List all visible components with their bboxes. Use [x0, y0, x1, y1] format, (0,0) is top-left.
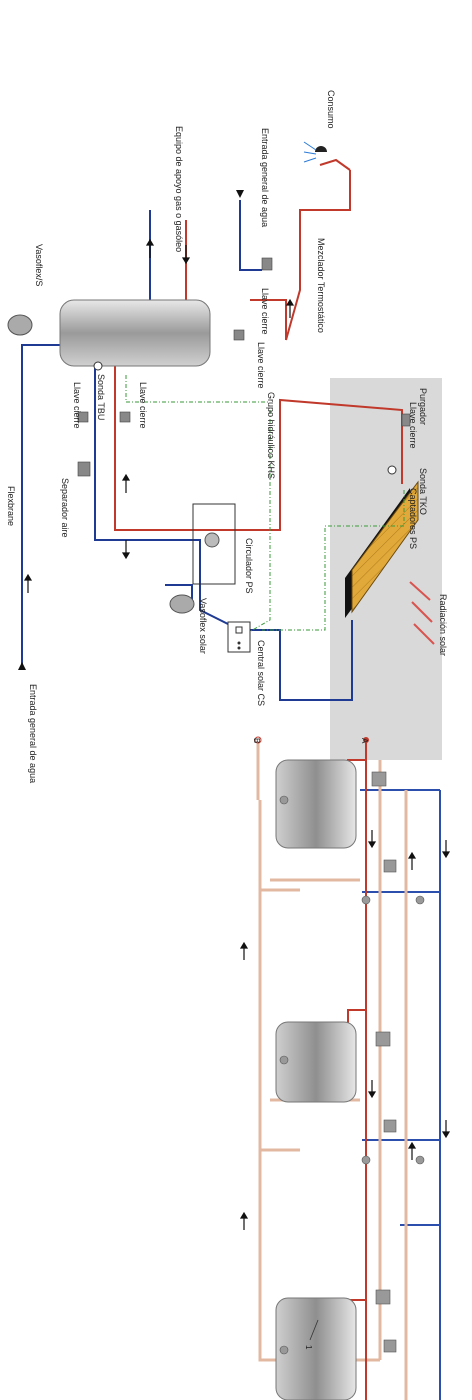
leader-line-1 — [309, 1319, 319, 1341]
blue-pipes — [360, 789, 441, 1400]
storage-tank-1 — [275, 759, 357, 849]
solar-system-diagram: Purgador Llave cierre Sonda TKO Captador… — [6, 90, 448, 783]
label-vasoflex-s: Vasoflex/S — [34, 244, 44, 286]
sonda-tbu-sensor — [93, 361, 103, 371]
valve-icons — [77, 257, 411, 477]
label-consumo: Consumo — [326, 90, 336, 129]
label-llave-cierre-top: Llave cierre — [408, 402, 418, 449]
vasoflex-s-vessel — [7, 314, 33, 336]
central-solar-box — [227, 621, 251, 653]
storage-tank-3 — [275, 1297, 357, 1400]
label-entrada-general-top: Entrada general de agua — [260, 128, 270, 227]
multi-tank-diagram: A B 1 — [239, 736, 451, 1400]
roof-panel — [330, 378, 442, 760]
label-point-b: B — [252, 738, 261, 743]
upper-labels: Purgador Llave cierre Sonda TKO Captador… — [6, 90, 448, 783]
label-llave-cierre-mix: Llave cierre — [260, 288, 270, 335]
circulator-pump — [204, 532, 220, 548]
cold-circuit — [21, 200, 353, 701]
label-captadores: Captadores PS — [408, 488, 418, 549]
flow-arrows — [23, 238, 295, 593]
label-llave-cierre-tank: Llave cierre — [256, 342, 266, 389]
label-radiacion: Radiación solar — [438, 594, 448, 656]
water-inlet-bottom-icon — [18, 662, 26, 670]
radiation-arrows — [409, 581, 435, 645]
label-item-1: 1 — [304, 1345, 313, 1350]
label-purgador: Purgador — [418, 388, 428, 425]
solar-collector — [345, 480, 419, 618]
endpoint-a — [363, 737, 369, 743]
storage-tank — [59, 299, 211, 367]
label-llave-cierre-b: Llave cierre — [72, 382, 82, 429]
label-separador-aire: Separador aire — [60, 478, 70, 538]
label-vasoflex-solar: Vasoflex solar — [198, 598, 208, 654]
sonda-tko-sensor — [387, 465, 397, 475]
water-inlet-top-icon — [236, 190, 244, 198]
hydraulic-group-box — [192, 503, 236, 585]
label-entrada-general-bottom: Entrada general de agua — [28, 684, 38, 783]
label-point-a: A — [360, 738, 369, 744]
label-llave-cierre-a: Llave cierre — [138, 382, 148, 429]
label-grupo-hidraulico: Grupo hidráulico KHS — [266, 392, 276, 479]
label-mezclador: Mezclador Termostático — [316, 238, 326, 333]
storage-tank-2 — [275, 1021, 357, 1103]
label-circulador: Circulador PS — [244, 538, 254, 594]
label-sonda-tbu: Sonda TBU — [96, 374, 106, 420]
fittings — [279, 771, 425, 1355]
label-flexbrane: Flexbrane — [6, 486, 16, 526]
label-sonda-tko: Sonda TKO — [418, 468, 428, 515]
label-equipo-apoyo: Equipo de apoyo gas o gasóleo — [174, 126, 184, 252]
endpoint-b — [254, 736, 262, 744]
label-central-solar: Central solar CS — [256, 640, 266, 706]
shower-icon — [303, 141, 327, 163]
vasoflex-solar-vessel — [169, 594, 195, 614]
lower-flow-arrows — [239, 830, 451, 1230]
